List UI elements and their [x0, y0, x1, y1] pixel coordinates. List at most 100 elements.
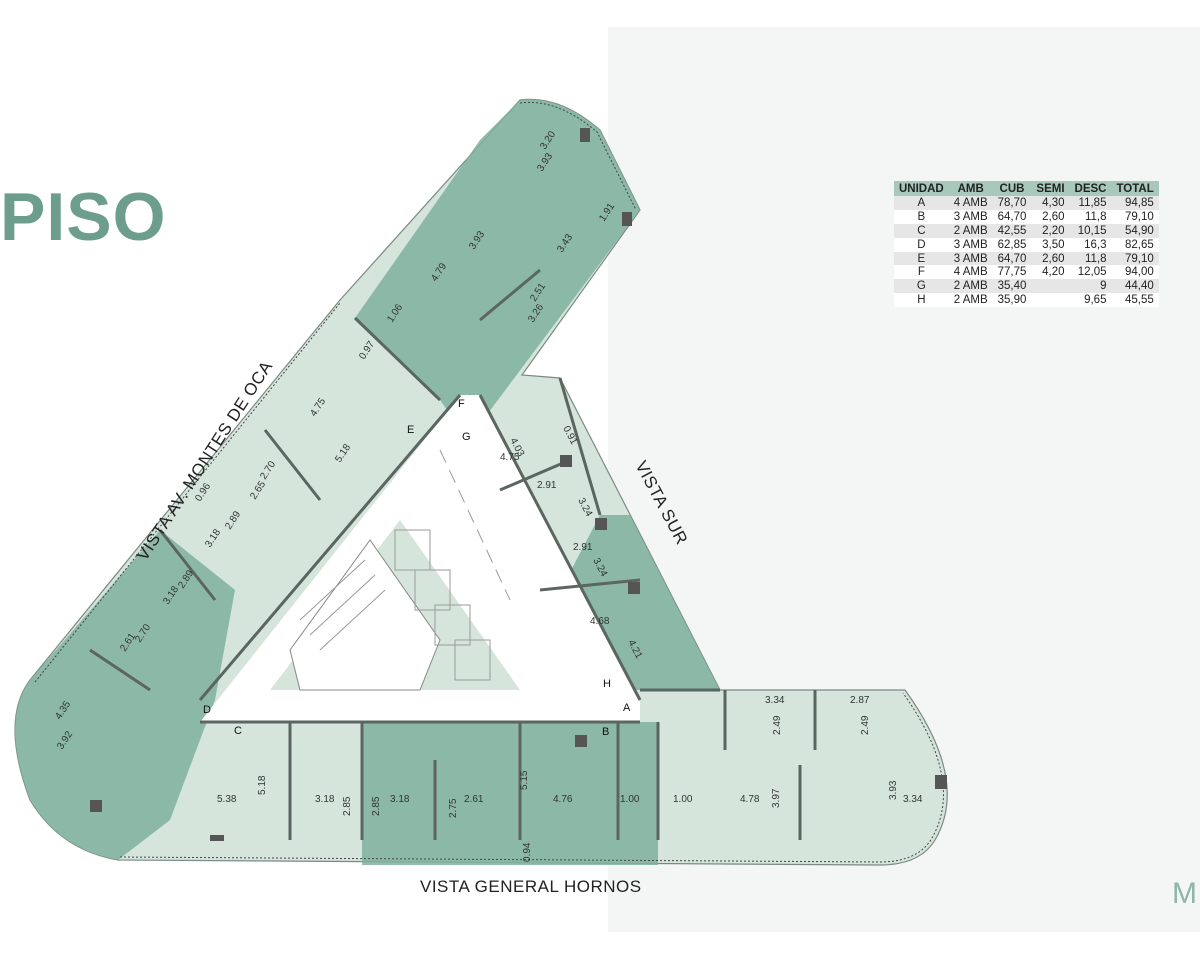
cell-amb: 3 AMB [948, 237, 993, 252]
cell-amb: 4 AMB [948, 265, 993, 280]
cell-cub: 77,75 [992, 265, 1032, 280]
unit-label-b: B [602, 726, 609, 738]
cell-total: 82,65 [1111, 237, 1159, 252]
table-row: F 4 AMB 77,75 4,20 12,05 94,00 [894, 265, 1159, 280]
table-row: H 2 AMB 35,90 9,65 45,55 [894, 293, 1159, 308]
dim-label: 2.49 [860, 715, 871, 735]
cell-total: 94,00 [1111, 265, 1159, 280]
dim-label: 2.49 [772, 715, 783, 735]
cell-semi: 3,50 [1031, 237, 1070, 252]
cell-desc: 9,65 [1069, 293, 1112, 308]
dim-label: 3.34 [903, 794, 923, 805]
view-label-general-hornos: VISTA GENERAL HORNOS [420, 877, 642, 896]
dim-label: 2.85 [342, 796, 353, 816]
unit-label-e: E [407, 424, 414, 436]
cell-semi [1031, 279, 1070, 294]
cell-total: 94,85 [1111, 196, 1159, 210]
dim-label: 3.18 [315, 794, 335, 805]
cell-unidad: B [894, 209, 949, 224]
cell-semi: 2,60 [1031, 251, 1070, 266]
unit-label-f: F [458, 398, 465, 410]
cell-desc: 9 [1069, 279, 1112, 294]
unit-label-h: H [603, 678, 611, 690]
cell-desc: 11,8 [1069, 251, 1112, 266]
central-core [200, 395, 640, 722]
columns [90, 128, 947, 841]
cell-amb: 2 AMB [948, 293, 993, 308]
cell-semi [1031, 293, 1070, 308]
cell-amb: 3 AMB [948, 251, 993, 266]
dim-label: 3.18 [390, 794, 410, 805]
unit-f-area [355, 99, 640, 440]
cell-amb: 2 AMB [948, 223, 993, 238]
cell-total: 54,90 [1111, 223, 1159, 238]
dim-label: 5.15 [519, 770, 530, 790]
brand-logo: M [1172, 877, 1197, 910]
cell-cub: 62,85 [992, 237, 1032, 252]
cell-unidad: G [894, 279, 949, 294]
cell-amb: 4 AMB [948, 196, 993, 210]
col-header-unidad: UNIDAD [894, 181, 949, 196]
page-title: PISO [0, 179, 167, 255]
unit-label-d: D [203, 704, 211, 716]
dim-label: 0.94 [522, 842, 533, 862]
dim-label: 2.91 [573, 542, 593, 553]
col-header-total: TOTAL [1111, 181, 1159, 196]
dim-label: 2.61 [464, 794, 484, 805]
cell-total: 44,40 [1111, 279, 1159, 294]
cell-cub: 42,55 [992, 223, 1032, 238]
dim-label: 3.97 [771, 788, 782, 808]
cell-cub: 35,90 [992, 293, 1032, 308]
unit-label-g: G [462, 431, 471, 443]
dim-label: 4.78 [740, 794, 760, 805]
cell-amb: 3 AMB [948, 209, 993, 224]
col-header-cub: CUB [992, 181, 1032, 196]
dim-label: 3.93 [888, 780, 899, 800]
cell-unidad: A [894, 196, 949, 210]
cell-unidad: E [894, 251, 949, 266]
cell-semi: 4,30 [1031, 196, 1070, 210]
col-header-amb: AMB [948, 181, 993, 196]
dim-label: 5.38 [217, 794, 237, 805]
facade-line [34, 101, 944, 863]
cell-desc: 11,85 [1069, 196, 1112, 210]
cell-cub: 64,70 [992, 209, 1032, 224]
cell-desc: 11,8 [1069, 209, 1112, 224]
unit-label-a: A [623, 702, 631, 714]
table-row: E 3 AMB 64,70 2,60 11,8 79,10 [894, 251, 1159, 266]
stair-core [289, 539, 441, 691]
cell-desc: 10,15 [1069, 223, 1112, 238]
core-details [299, 449, 511, 681]
cell-unidad: D [894, 237, 949, 252]
dim-label: 2.85 [371, 796, 382, 816]
cell-amb: 2 AMB [948, 279, 993, 294]
units-table: UNIDAD AMB CUB SEMI DESC TOTAL A 4 AMB 7… [894, 181, 1159, 308]
cell-semi: 2,20 [1031, 223, 1070, 238]
cell-desc: 12,05 [1069, 265, 1112, 280]
cell-total: 79,10 [1111, 251, 1159, 266]
col-header-desc: DESC [1069, 181, 1112, 196]
cell-semi: 2,60 [1031, 209, 1070, 224]
dim-label: 2.75 [448, 798, 459, 818]
dim-label: 3.34 [765, 695, 785, 706]
cell-cub: 78,70 [992, 196, 1032, 210]
dim-label: 5.18 [257, 775, 268, 795]
table-row: G 2 AMB 35,40 9 44,40 [894, 279, 1159, 294]
table-row: A 4 AMB 78,70 4,30 11,85 94,85 [894, 196, 1159, 210]
dim-label: 2.87 [850, 695, 870, 706]
unit-label-c: C [234, 725, 242, 737]
table-row: D 3 AMB 62,85 3,50 16,3 82,65 [894, 237, 1159, 252]
unit-d-area [15, 530, 235, 860]
cell-total: 79,10 [1111, 209, 1159, 224]
table-row: C 2 AMB 42,55 2,20 10,15 54,90 [894, 223, 1159, 238]
walls [89, 268, 817, 840]
cell-semi: 4,20 [1031, 265, 1070, 280]
cell-cub: 64,70 [992, 251, 1032, 266]
table-header-row: UNIDAD AMB CUB SEMI DESC TOTAL [894, 181, 1159, 196]
cell-unidad: C [894, 223, 949, 238]
cell-total: 45,55 [1111, 293, 1159, 308]
cell-unidad: F [894, 265, 949, 280]
dim-label: 4.76 [553, 794, 573, 805]
dim-label: 4.68 [590, 616, 610, 627]
